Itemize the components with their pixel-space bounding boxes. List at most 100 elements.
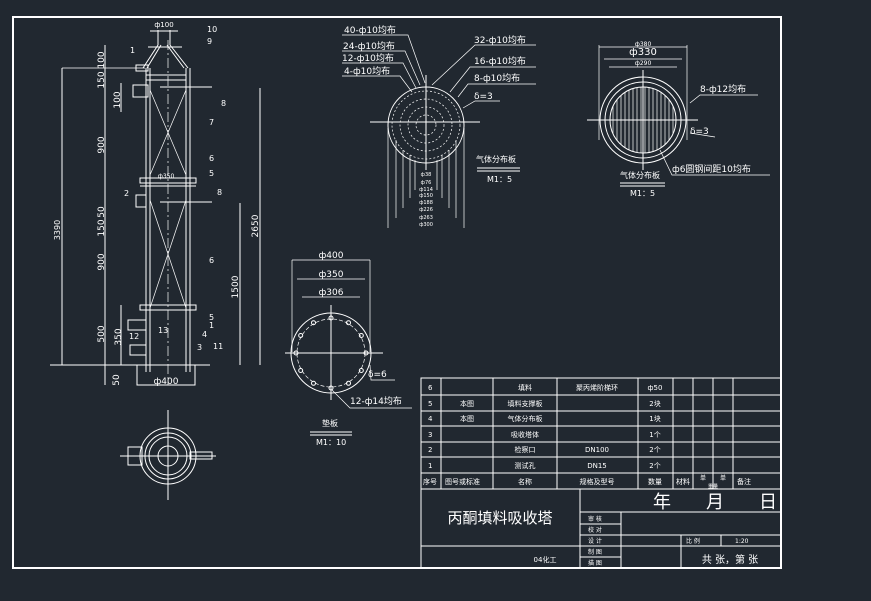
date-year: 年 — [653, 492, 671, 513]
header-cell: 数量 — [648, 477, 662, 486]
callout: 8 — [221, 99, 226, 108]
cell-qty: 2个 — [649, 446, 660, 454]
dist-label: 气体分布板 — [476, 154, 516, 164]
dist-callout: 4-ф10均布 — [344, 65, 390, 77]
pad-dim: ф306 — [319, 288, 344, 298]
bolt-hole — [358, 368, 364, 373]
bolt-hole — [346, 320, 351, 326]
support-plate-view: ф380 ф330 ф290 8-ф12均布 δ=3 ф6圆钢间距10均布 气体… — [587, 41, 770, 198]
cell-qty: 2块 — [649, 399, 660, 408]
cell-name: 填料支撑板 — [508, 399, 543, 408]
dist-scale: M1：5 — [487, 175, 512, 184]
cell-name: 填料 — [518, 383, 532, 392]
bolt-hole — [328, 315, 334, 321]
dim-8: 350 — [114, 328, 124, 345]
callout: 10 — [207, 25, 217, 34]
cell-ref: 本图 — [460, 399, 474, 408]
shell-dim: ф350 — [158, 173, 175, 180]
support-callout: ф6圆钢间距10均布 — [672, 163, 751, 175]
scale-value: 1:20 — [735, 538, 749, 545]
callout: 4 — [202, 330, 207, 339]
header-cell: 单 — [720, 474, 726, 482]
cell-qty: 1个 — [649, 431, 660, 439]
support-label: 气体分布板 — [620, 170, 660, 180]
callout: 13 — [158, 326, 168, 335]
dim-5: 50 — [97, 206, 107, 218]
cell-spec: DN15 — [587, 462, 607, 470]
support-dim: ф380 — [635, 41, 652, 48]
tower-elevation-view: ф100 ф400 ф350 — [50, 21, 261, 387]
dim-4: 150 — [97, 219, 107, 236]
date-month: 月 — [706, 492, 724, 513]
pad-label: 垫板 — [322, 418, 338, 428]
dist-dim: ф188 — [419, 200, 433, 206]
bolt-hole — [363, 350, 369, 356]
cell-ref: 本图 — [460, 414, 474, 423]
sheet-label: 共 张，第 张 — [702, 553, 758, 566]
callout: 6 — [209, 256, 214, 265]
table-row: 5 本图 填料支撑板 2块 — [428, 399, 661, 408]
date-day: 日 — [759, 492, 777, 513]
tower-plan-view — [120, 410, 216, 500]
callout: 7 — [209, 118, 214, 127]
top-nozzle-dim: ф100 — [154, 21, 173, 29]
cell-no: 5 — [428, 400, 432, 408]
signoff-row: 描 图 — [588, 559, 602, 567]
callout: 3 — [197, 343, 202, 352]
callout: 6 — [209, 154, 214, 163]
gas-distributor-plate-view: ф38 ф76 ф114 ф150 ф188 ф226 ф263 ф300 40… — [342, 24, 536, 228]
pad-scale: M1：10 — [316, 438, 346, 447]
dist-dim: ф226 — [419, 207, 433, 213]
table-row: 1 测试孔 DN15 2个 — [428, 461, 661, 470]
callout: 5 — [209, 313, 214, 322]
signoff-row: 设 计 — [588, 537, 602, 545]
dist-callout: δ=3 — [474, 92, 493, 102]
class-label: 04化工 — [534, 555, 557, 564]
pad-dim: ф350 — [319, 270, 344, 280]
dim-6: 900 — [97, 253, 107, 270]
callout: 1 — [209, 321, 214, 330]
dist-callout: 24-ф10均布 — [343, 40, 395, 52]
pad-callout: δ=6 — [368, 370, 387, 380]
support-dim: ф330 — [629, 47, 657, 58]
header-cell: 名称 — [518, 477, 532, 486]
header-cell: 规格及型号 — [580, 477, 615, 486]
base-dim: ф400 — [154, 377, 179, 387]
bolt-hole — [298, 368, 304, 373]
dist-dim: ф76 — [421, 180, 432, 186]
cell-name: 测试孔 — [515, 461, 536, 470]
cell-qty: 1块 — [649, 414, 660, 423]
support-callout: δ=3 — [690, 127, 709, 137]
header-cell: 图号或标准 — [445, 477, 480, 486]
scale-label: 比 例 — [686, 537, 700, 545]
header-cell: 重量 — [708, 483, 718, 490]
support-callout: 8-ф12均布 — [700, 83, 746, 95]
header-cell: 材料 — [676, 477, 690, 486]
dim-lower-height: 1500 — [231, 275, 241, 298]
cell-no: 4 — [428, 415, 433, 423]
cell-name: 吸收塔体 — [511, 430, 539, 439]
cell-no: 2 — [428, 446, 432, 454]
title-block: 丙酮填料吸收塔 04化工 年 月 日 审 核 校 对 设 计 制 图 描 图 比… — [420, 488, 782, 569]
support-dim: ф290 — [635, 60, 652, 67]
dist-dim: ф150 — [419, 193, 433, 199]
dist-callout: 40-ф10均布 — [344, 24, 396, 36]
dim-2: 100 — [113, 91, 123, 108]
cell-qty: 2个 — [649, 462, 660, 470]
dim-total-height: 3390 — [53, 220, 62, 240]
bolt-hole — [328, 385, 334, 391]
cell-qty: ф50 — [648, 384, 663, 392]
cell-name: 检察口 — [515, 445, 536, 454]
bolt-hole — [293, 350, 299, 356]
callout: 12 — [129, 332, 139, 341]
cell-no: 1 — [428, 462, 432, 470]
dist-callout: 8-ф10均布 — [474, 72, 520, 84]
drawing-frame — [12, 16, 782, 569]
callout: 5 — [209, 169, 214, 178]
header-cell: 备注 — [737, 477, 751, 486]
support-scale: M1：5 — [630, 189, 655, 198]
